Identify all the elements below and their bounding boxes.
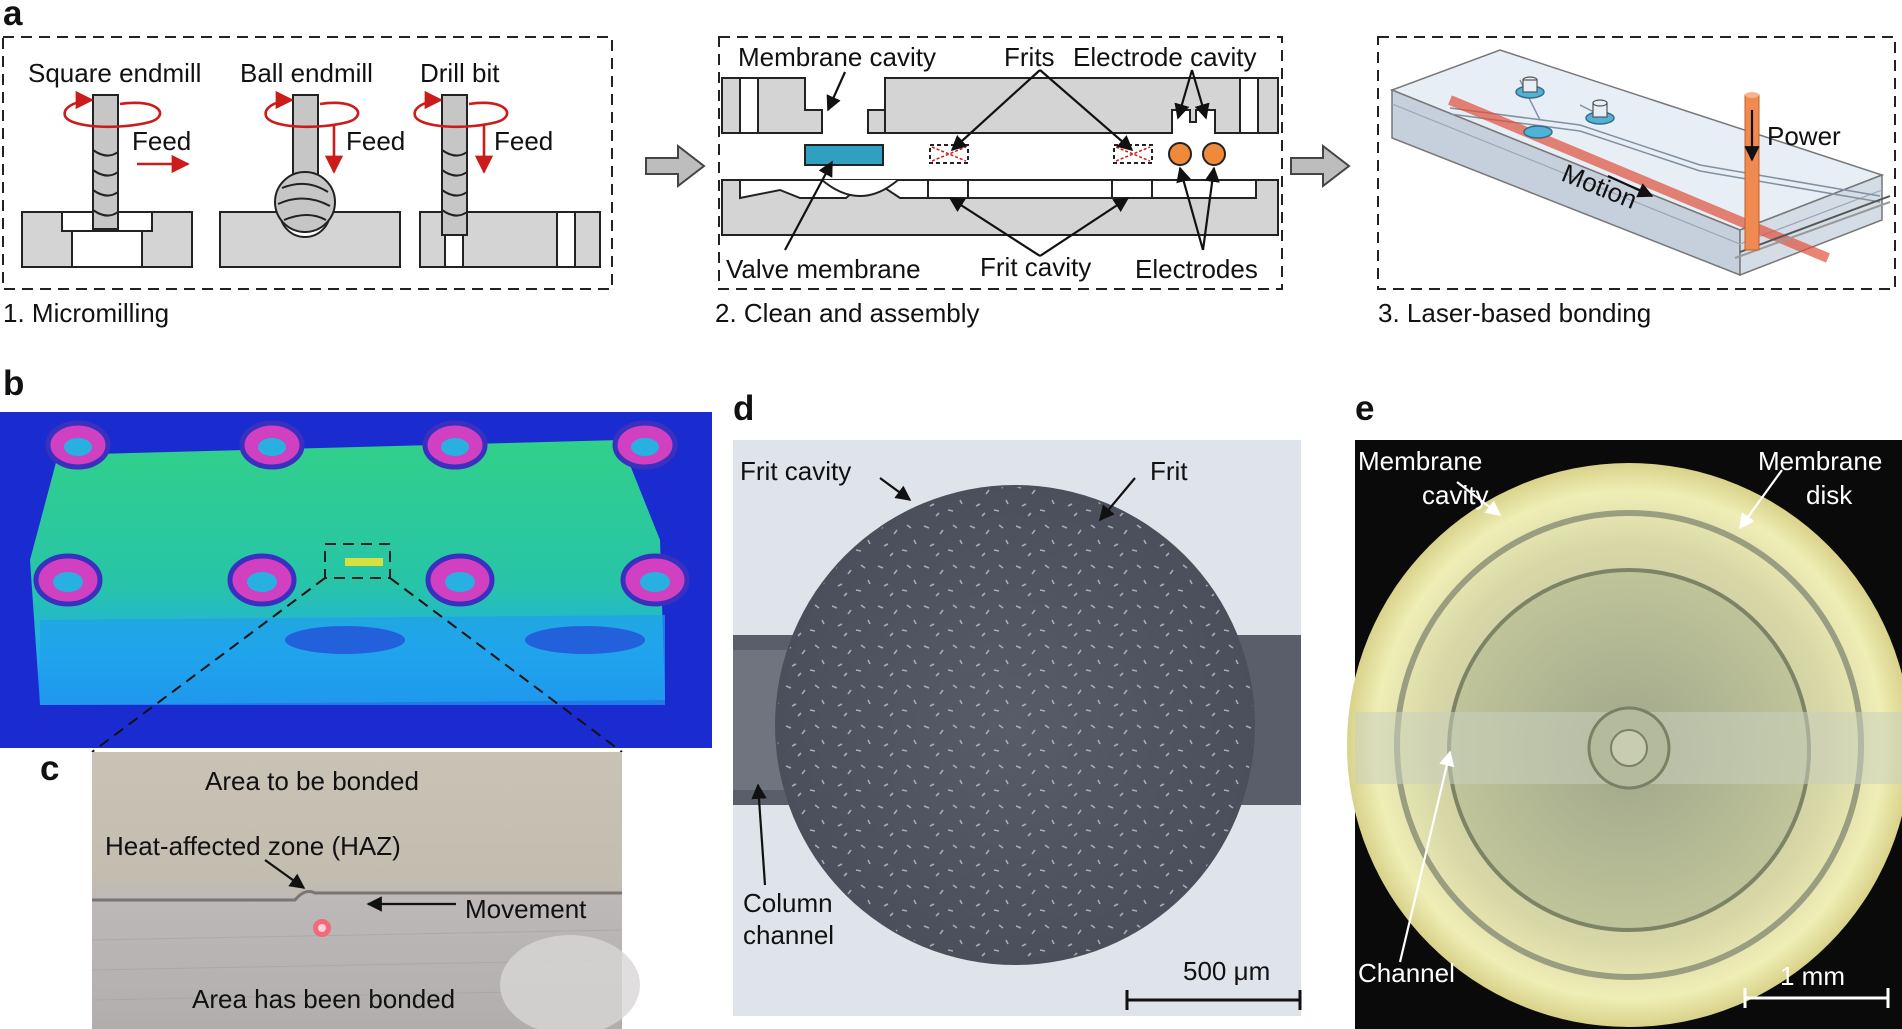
label-haz: Heat-affected zone (HAZ)	[105, 831, 401, 861]
panel-label-b: b	[3, 364, 24, 403]
label-feed-1: Feed	[132, 126, 191, 156]
label-frit-cavity: Frit cavity	[980, 252, 1091, 282]
label-frit-cavity-d: Frit cavity	[740, 456, 851, 486]
valve-membrane-shape	[804, 144, 884, 166]
label-membrane-cavity-e1: Membrane	[1358, 446, 1482, 476]
label-valve-membrane: Valve membrane	[726, 254, 921, 284]
step1-micromilling: Square endmill Feed Ball endmill Feed	[2, 36, 613, 328]
label-scale-d: 500 μm	[1183, 956, 1270, 986]
panel-c: c Area to be bonded Heat-affected zone (…	[40, 749, 640, 1029]
label-scale-e: 1 mm	[1780, 961, 1845, 991]
process-arrow-1	[645, 143, 706, 189]
frit-left	[929, 144, 969, 164]
label-membrane-disk-e2: disk	[1806, 480, 1853, 510]
label-area-bonded: Area has been bonded	[192, 984, 455, 1014]
caption-step2: 2. Clean and assembly	[715, 298, 979, 328]
label-membrane-disk-e1: Membrane	[1758, 446, 1882, 476]
panel-d: d Frit cavity Frit Column channel 500 μm	[733, 389, 1302, 1016]
ball-endmill	[219, 90, 401, 268]
label-electrodes: Electrodes	[1135, 254, 1258, 284]
panel-b: b	[0, 364, 712, 753]
label-membrane-cavity: Membrane cavity	[738, 42, 936, 72]
label-frit-d: Frit	[1150, 456, 1188, 486]
panel-a: a Square endmill Feed	[2, 0, 1896, 328]
frit-right	[1113, 144, 1153, 164]
electrode-right	[1202, 142, 1226, 166]
label-area-to-bond: Area to be bonded	[205, 766, 419, 796]
panel-label-c: c	[40, 749, 59, 788]
label-channel-e: Channel	[1358, 958, 1455, 988]
process-arrow-2	[1290, 143, 1351, 189]
square-endmill	[21, 90, 193, 268]
label-ball-endmill: Ball endmill	[240, 58, 373, 88]
label-feed-2: Feed	[346, 126, 405, 156]
panel-e: e Membrane cavity Membrane disk Channel …	[1347, 389, 1902, 1029]
step3-laser-bonding: Power Motion 3. Laser-based bonding	[1377, 36, 1896, 328]
step2-assembly: Membrane cavity Frits Electrode cavity V…	[715, 36, 1283, 328]
label-electrode-cavity: Electrode cavity	[1073, 42, 1257, 72]
label-membrane-cavity-e2: cavity	[1422, 480, 1488, 510]
step2-frame	[718, 36, 1283, 290]
panel-label-d: d	[733, 389, 754, 428]
label-column-line1: Column	[743, 888, 833, 918]
step3-frame	[1377, 36, 1896, 290]
label-movement: Movement	[465, 894, 587, 924]
label-frits: Frits	[1004, 42, 1055, 72]
panel-label-e: e	[1355, 389, 1374, 428]
label-feed-3: Feed	[494, 126, 553, 156]
label-square-endmill: Square endmill	[28, 58, 201, 88]
label-drill-bit: Drill bit	[420, 58, 500, 88]
drill-bit	[413, 90, 601, 268]
label-column-line2: channel	[743, 920, 834, 950]
caption-step3: 3. Laser-based bonding	[1378, 298, 1651, 328]
label-power: Power	[1767, 121, 1841, 151]
panel-label-a: a	[3, 0, 23, 33]
caption-step1: 1. Micromilling	[3, 298, 169, 328]
electrode-left	[1168, 142, 1192, 166]
